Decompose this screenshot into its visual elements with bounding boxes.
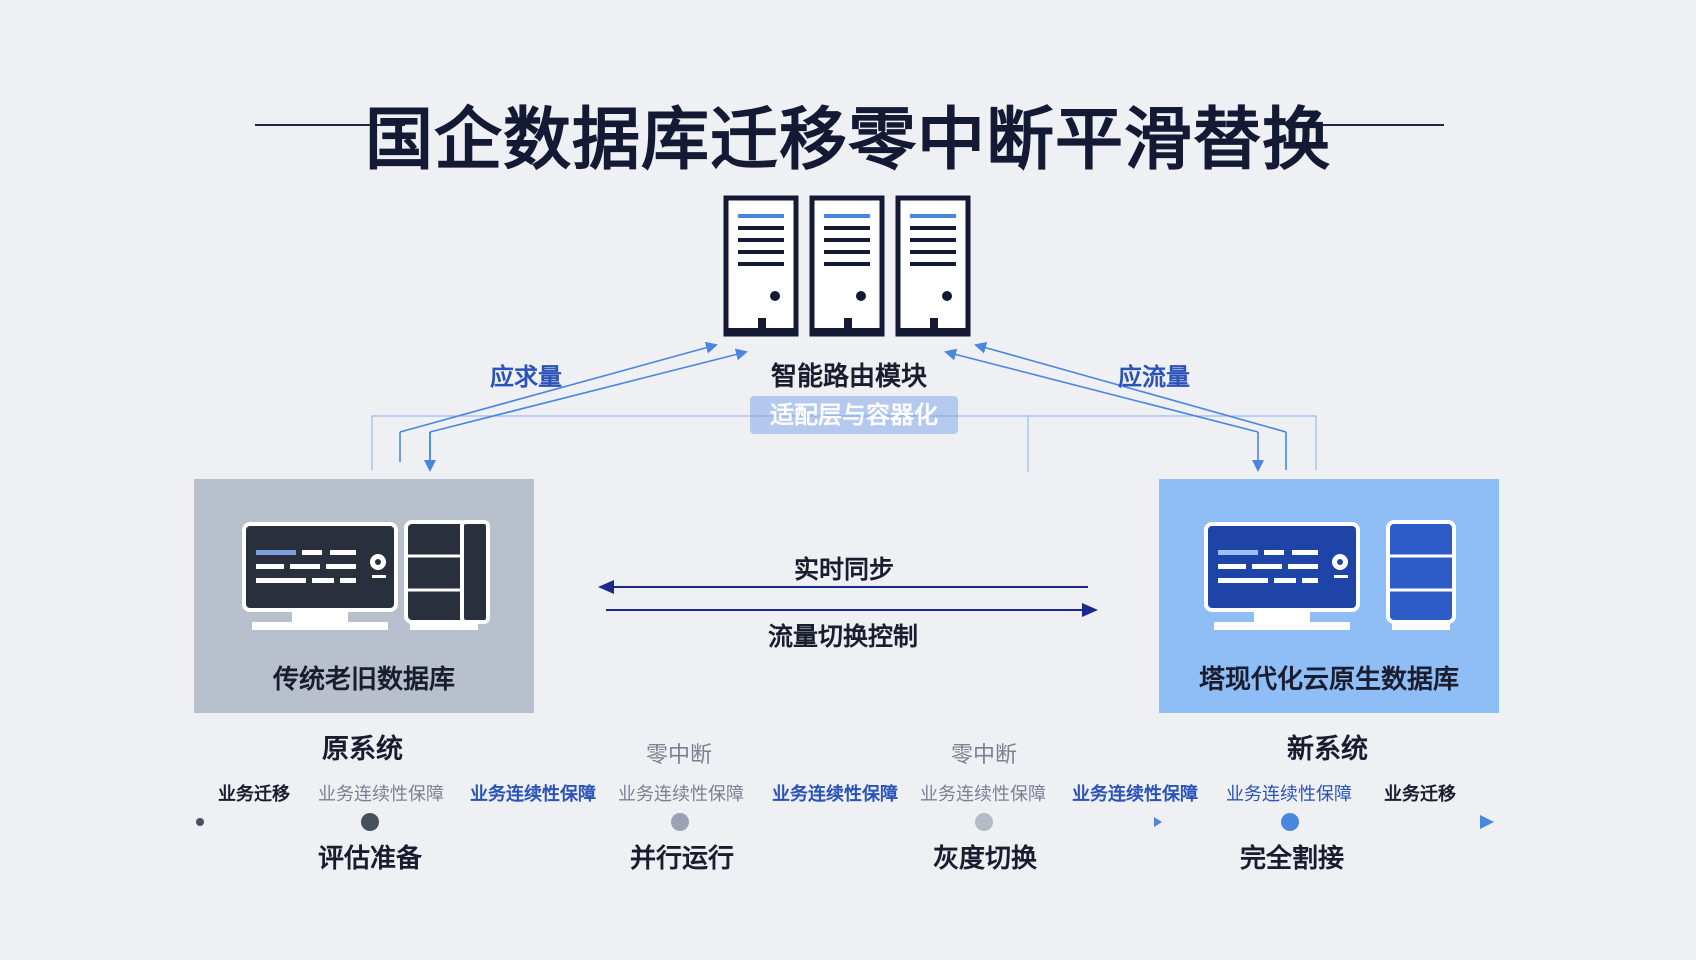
timeline-caption-5: 业务连续性保障 <box>772 784 898 805</box>
page-title: 国企数据库迁移零中断平滑替换 <box>364 101 1331 180</box>
title-rule-right <box>1292 124 1444 126</box>
right-flow-arrows <box>944 341 1317 472</box>
right-flow-label: 应流量 <box>1118 363 1190 391</box>
modern-tower-icon <box>1386 520 1456 630</box>
stage-full-cutover: 完全割接 <box>1240 844 1345 874</box>
router-label: 智能路由模块 <box>771 362 928 392</box>
timeline-caption-3: 业务连续性保障 <box>470 784 596 805</box>
timeline-dot-2 <box>671 813 689 831</box>
server-rack-icon <box>723 195 971 337</box>
stage-assessment: 评估准备 <box>318 844 423 874</box>
left-flow-label: 应求量 <box>490 363 562 391</box>
left-flow-arrows <box>371 341 1029 472</box>
traffic-control-label: 流量切换控制 <box>768 622 919 651</box>
modern-monitor-icon <box>1204 522 1360 630</box>
zero-interrupt-label-2: 零中断 <box>951 743 1018 768</box>
timeline-caption-2: 业务连续性保障 <box>318 784 444 805</box>
timeline-track <box>196 815 1494 829</box>
title-rule-left <box>255 124 405 126</box>
sync-label: 实时同步 <box>794 555 895 584</box>
timeline-caption-6: 业务连续性保障 <box>920 784 1046 805</box>
timeline-dot-3 <box>975 813 993 831</box>
legacy-monitor-icon <box>242 522 398 630</box>
legacy-system-label: 原系统 <box>322 734 403 765</box>
router-ghost-label: 适配层与容器化 <box>750 396 958 434</box>
stage-canary-switch: 灰度切换 <box>933 844 1038 874</box>
timeline-caption-4: 业务连续性保障 <box>618 784 744 805</box>
timeline-caption-8: 业务连续性保障 <box>1226 784 1352 805</box>
stage-parallel-run: 并行运行 <box>630 844 735 874</box>
modern-system-label: 新系统 <box>1287 734 1368 765</box>
legacy-database-caption: 传统老旧数据库 <box>272 665 455 695</box>
modern-database-caption: 塔现代化云原生数据库 <box>1198 665 1459 695</box>
legacy-tower-icon <box>404 520 490 630</box>
timeline-caption-9: 业务迁移 <box>1384 784 1456 805</box>
zero-interrupt-label-1: 零中断 <box>646 743 713 768</box>
timeline-dot-1 <box>361 813 379 831</box>
timeline-dot-4 <box>1281 813 1299 831</box>
timeline-caption-1: 业务迁移 <box>218 784 290 805</box>
timeline-caption-7: 业务连续性保障 <box>1072 784 1198 805</box>
